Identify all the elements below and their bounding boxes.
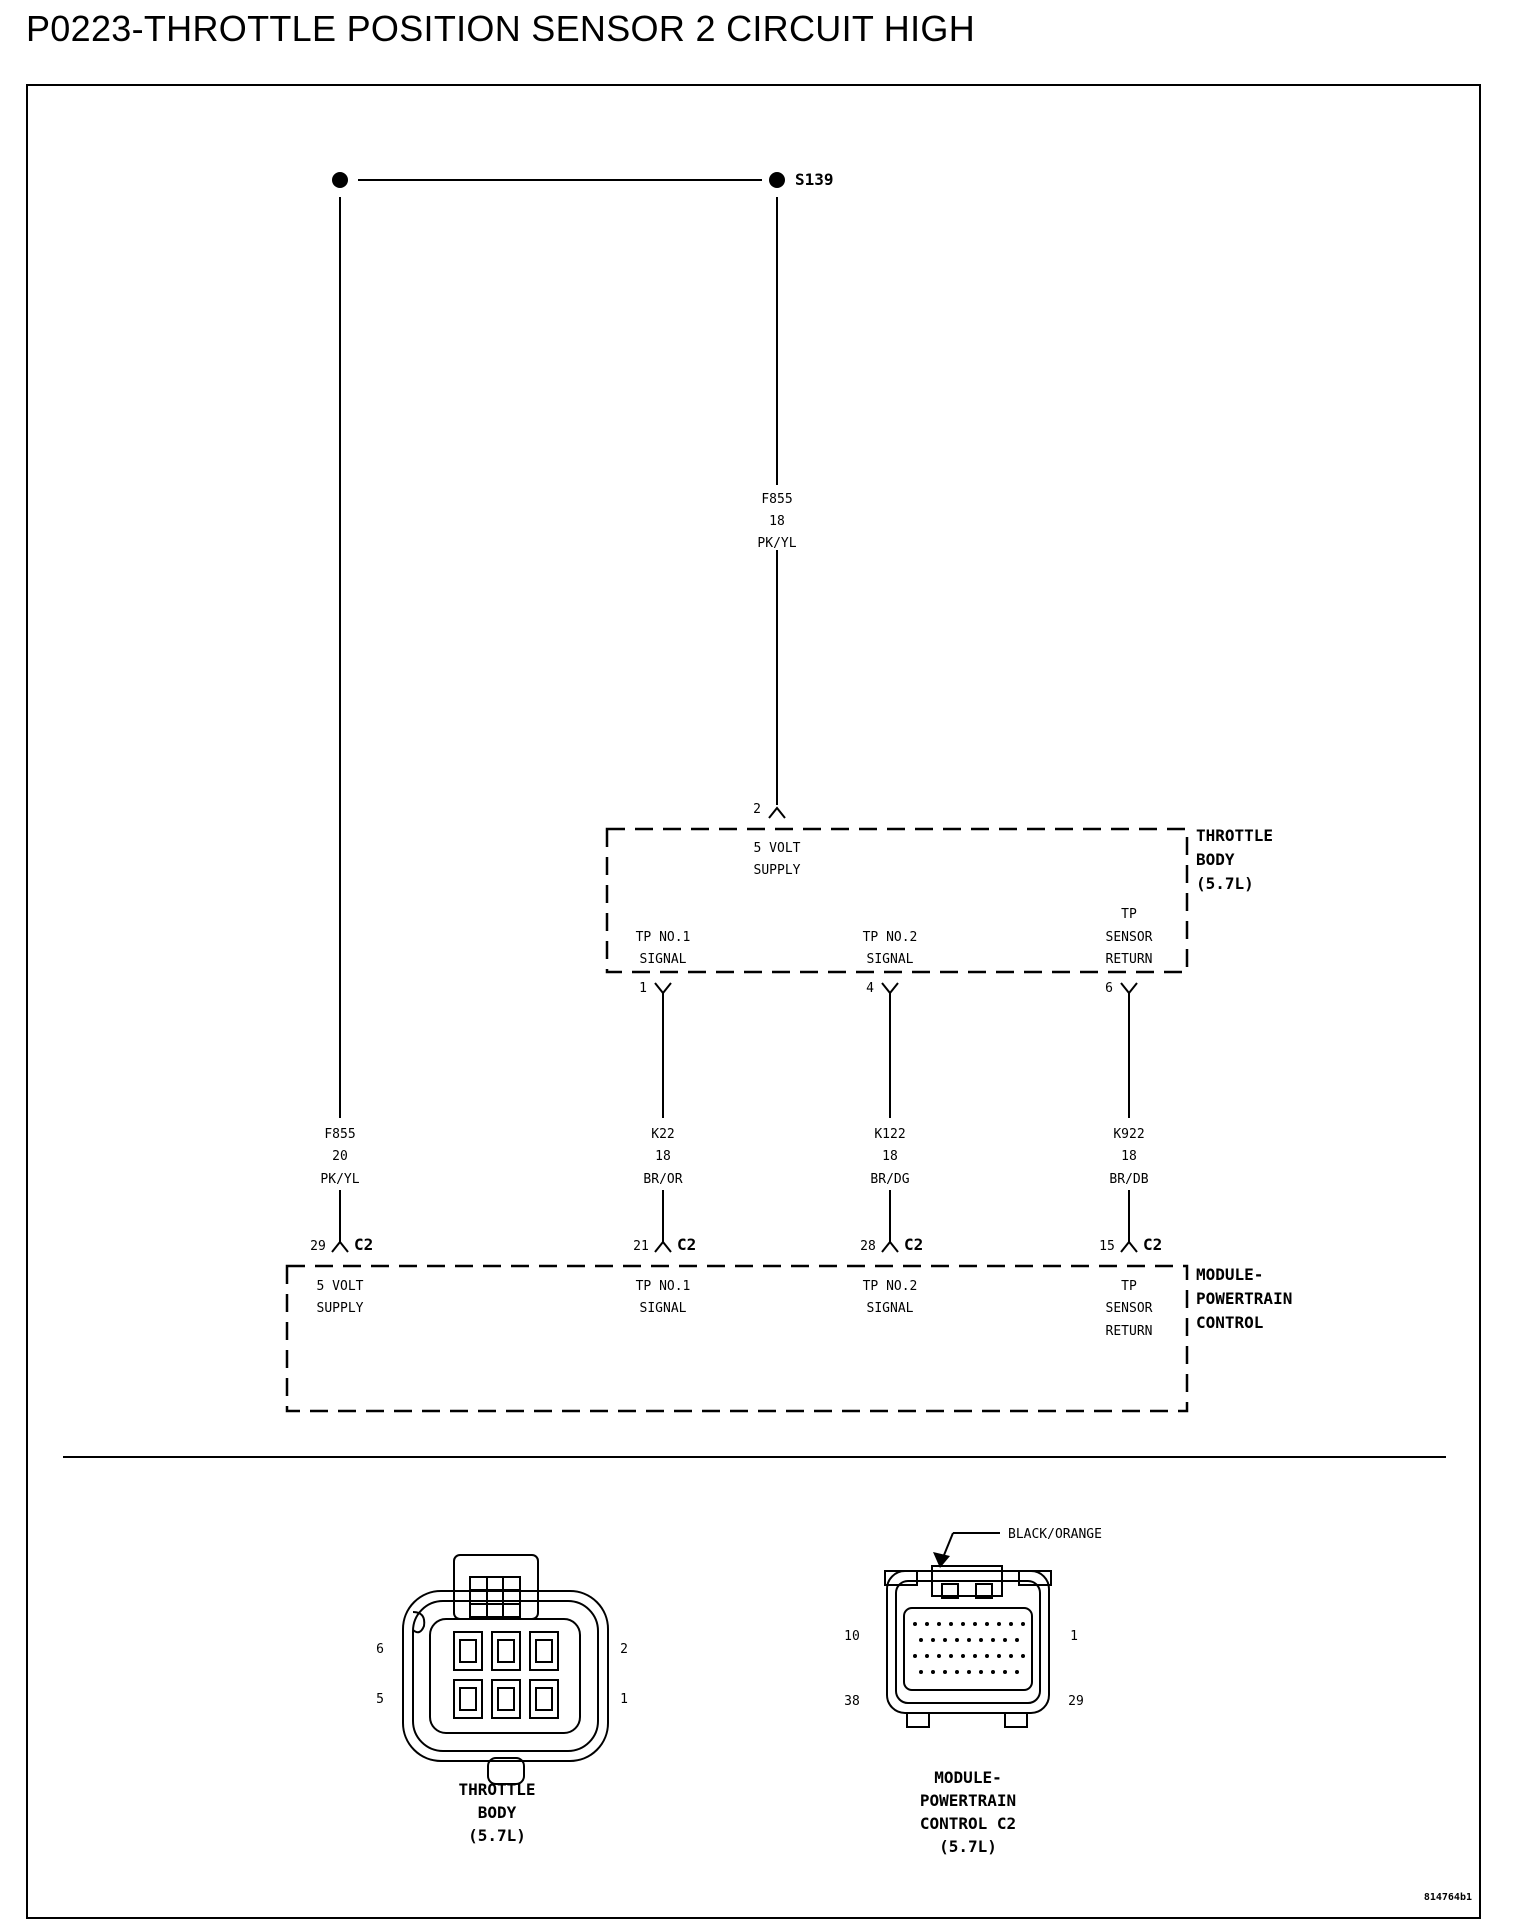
wire-f855-20: F855 20 PK/YL 29 C2: [310, 197, 373, 1254]
svg-text:SIGNAL: SIGNAL: [867, 1301, 914, 1316]
svg-text:K22: K22: [651, 1127, 674, 1142]
latch-tab: [453, 1554, 539, 1620]
svg-text:POWERTRAIN: POWERTRAIN: [920, 1791, 1016, 1810]
svg-text:F855: F855: [324, 1127, 355, 1142]
splice-dot-left: [332, 172, 348, 188]
svg-text:(5.7L): (5.7L): [1196, 874, 1254, 893]
connector-shell: [886, 1570, 1050, 1714]
svg-text:28: 28: [860, 1239, 876, 1254]
svg-text:4: 4: [866, 981, 874, 996]
svg-text:18: 18: [882, 1149, 898, 1164]
svg-text:38: 38: [844, 1694, 860, 1709]
svg-text:1: 1: [639, 981, 647, 996]
svg-text:10: 10: [844, 1629, 860, 1644]
svg-text:18: 18: [1121, 1149, 1137, 1164]
svg-text:TP NO.2: TP NO.2: [863, 930, 918, 945]
diagram-frame: [26, 84, 1481, 1919]
svg-text:SIGNAL: SIGNAL: [640, 952, 687, 967]
svg-text:CONTROL: CONTROL: [1196, 1313, 1263, 1332]
pcm-c2-connector-view: BLACK/ORANGE 10 38 1 29 MODULE- POWERTRA…: [844, 1527, 1102, 1856]
wire-gauge: 18: [769, 514, 785, 529]
svg-text:TP NO.2: TP NO.2: [863, 1279, 918, 1294]
cavity-4: [491, 1631, 521, 1671]
pcm-component: 5 VOLT SUPPLY TP NO.1 SIGNAL TP NO.2 SIG…: [285, 1264, 1292, 1413]
svg-text:29: 29: [310, 1239, 326, 1254]
splice-s139: S139: [332, 170, 834, 189]
svg-text:(5.7L): (5.7L): [468, 1826, 526, 1845]
svg-text:K922: K922: [1113, 1127, 1144, 1142]
splice-dot-right: [769, 172, 785, 188]
pin-terminal: [768, 806, 786, 819]
wire-f855-18: F855 18 PK/YL 2: [753, 197, 797, 819]
cavity-2: [529, 1631, 559, 1671]
svg-text:PK/YL: PK/YL: [320, 1172, 359, 1187]
bottom-key: [487, 1757, 525, 1785]
wire-k122: 4 K122 18 BR/DG 28 C2: [860, 981, 923, 1254]
svg-text:SUPPLY: SUPPLY: [754, 863, 801, 878]
svg-text:15: 15: [1099, 1239, 1115, 1254]
svg-text:POWERTRAIN: POWERTRAIN: [1196, 1289, 1292, 1308]
svg-text:CONTROL C2: CONTROL C2: [920, 1814, 1016, 1833]
cavity-1: [529, 1679, 559, 1719]
svg-text:SIGNAL: SIGNAL: [867, 952, 914, 967]
cavity-5: [453, 1679, 483, 1719]
cavity-3: [491, 1679, 521, 1719]
wire-k922: 6 K922 18 BR/DB 15 C2: [1099, 981, 1162, 1254]
pcm-box: [285, 1264, 1189, 1413]
figure-reference: 814764b1: [1424, 1892, 1472, 1903]
svg-text:BODY: BODY: [1196, 850, 1235, 869]
svg-text:TP: TP: [1121, 1279, 1137, 1294]
svg-text:TP: TP: [1121, 907, 1137, 922]
throttle-body-component: 5 VOLT SUPPLY TP NO.1 SIGNAL TP NO.2 SIG…: [605, 826, 1273, 974]
svg-text:5 VOLT: 5 VOLT: [317, 1279, 364, 1294]
page-title: P0223-THROTTLE POSITION SENSOR 2 CIRCUIT…: [26, 8, 976, 49]
svg-text:1: 1: [1070, 1629, 1078, 1644]
wire-color: PK/YL: [757, 536, 796, 551]
svg-text:RETURN: RETURN: [1106, 952, 1153, 967]
svg-text:C2: C2: [677, 1235, 696, 1254]
svg-text:18: 18: [655, 1149, 671, 1164]
svg-text:TP NO.1: TP NO.1: [636, 930, 691, 945]
wire-k22: 1 K22 18 BR/OR 21 C2: [633, 981, 696, 1254]
svg-text:C2: C2: [1143, 1235, 1162, 1254]
callout-label: BLACK/ORANGE: [1008, 1527, 1102, 1542]
svg-text:5 VOLT: 5 VOLT: [754, 841, 801, 856]
svg-text:BR/DB: BR/DB: [1109, 1172, 1148, 1187]
svg-text:29: 29: [1068, 1694, 1084, 1709]
connector-caption: MODULE-: [934, 1768, 1001, 1787]
connector-caption: THROTTLE: [458, 1780, 535, 1799]
svg-text:SIGNAL: SIGNAL: [640, 1301, 687, 1316]
svg-text:(5.7L): (5.7L): [939, 1837, 997, 1856]
svg-text:2: 2: [620, 1642, 628, 1657]
svg-text:BODY: BODY: [478, 1803, 517, 1822]
svg-text:K122: K122: [874, 1127, 905, 1142]
svg-text:C2: C2: [904, 1235, 923, 1254]
pin-number: 2: [753, 802, 761, 817]
pin-grid: [913, 1622, 1025, 1674]
svg-text:SENSOR: SENSOR: [1106, 930, 1153, 945]
pcm-name: MODULE-: [1196, 1265, 1263, 1284]
svg-text:BR/DG: BR/DG: [870, 1172, 909, 1187]
svg-text:5: 5: [376, 1692, 384, 1707]
splice-label: S139: [795, 170, 834, 189]
svg-text:BR/OR: BR/OR: [643, 1172, 682, 1187]
pcm-connector-label: C2: [354, 1235, 373, 1254]
wire-circuit: F855: [761, 492, 792, 507]
svg-text:TP NO.1: TP NO.1: [636, 1279, 691, 1294]
svg-text:SENSOR: SENSOR: [1106, 1301, 1153, 1316]
svg-text:20: 20: [332, 1149, 348, 1164]
throttle-body-box: [605, 827, 1189, 974]
svg-text:21: 21: [633, 1239, 649, 1254]
throttle-body-connector-view: 6 5 2 1 THROTTLE BODY (5.7L): [376, 1554, 628, 1845]
svg-text:RETURN: RETURN: [1106, 1324, 1153, 1339]
cavity-6: [453, 1631, 483, 1671]
svg-text:6: 6: [1105, 981, 1113, 996]
svg-text:1: 1: [620, 1692, 628, 1707]
svg-text:6: 6: [376, 1642, 384, 1657]
throttle-body-name: THROTTLE: [1196, 826, 1273, 845]
connector-shell: [402, 1590, 609, 1762]
svg-text:SUPPLY: SUPPLY: [317, 1301, 364, 1316]
latch: [931, 1565, 1003, 1597]
